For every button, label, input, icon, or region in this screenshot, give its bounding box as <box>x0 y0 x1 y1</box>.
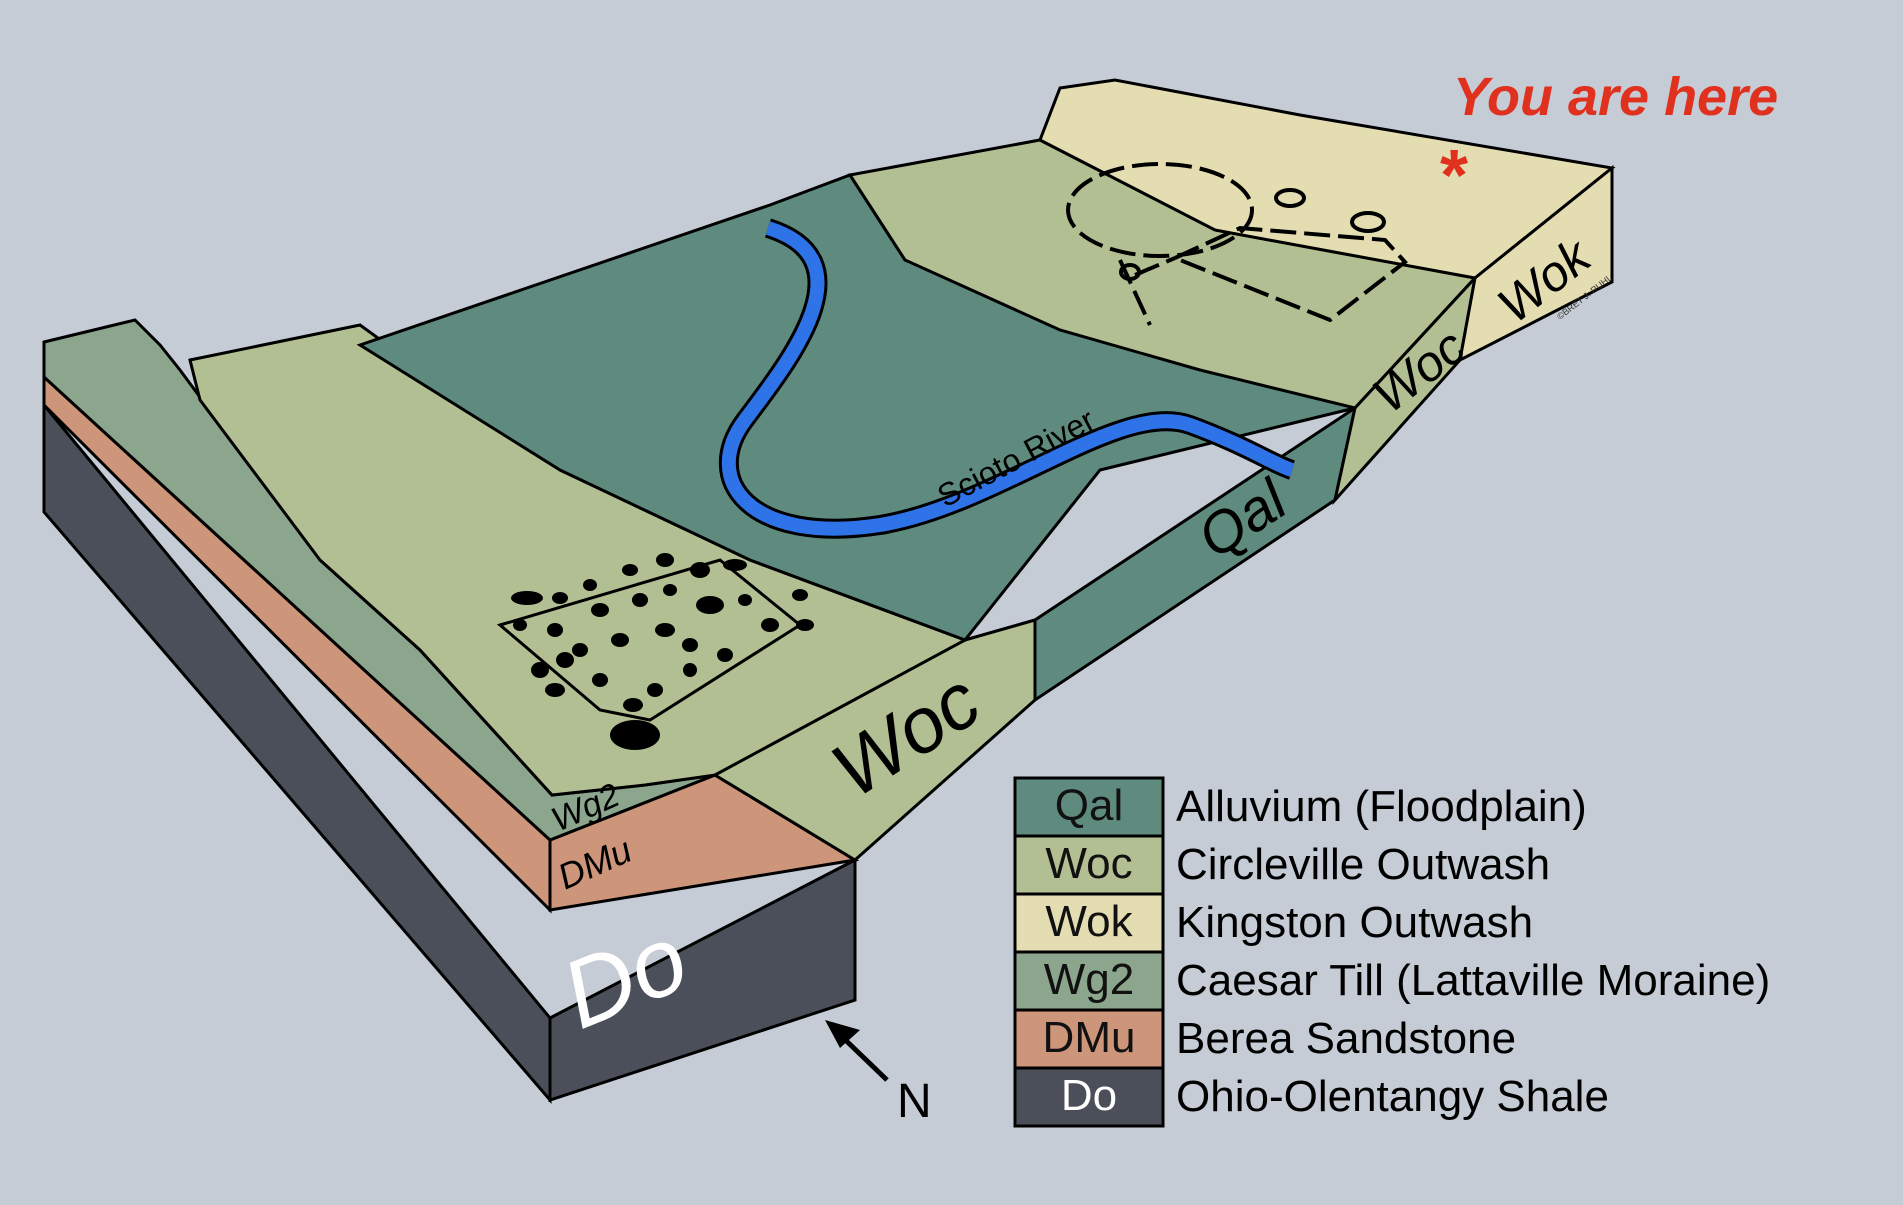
wok-face <box>1457 164 1614 363</box>
legend-label: Kingston Outwash <box>1176 898 1533 947</box>
earthwork-mound <box>1119 263 1141 281</box>
you-are-here-label: You are here <box>1453 67 1778 127</box>
legend-code: Do <box>1061 1071 1117 1120</box>
legend-label: Caesar Till (Lattaville Moraine) <box>1176 956 1770 1005</box>
wok-terrace <box>1038 78 1616 280</box>
legend-label: Alluvium (Floodplain) <box>1176 782 1587 831</box>
legend-swatch <box>1013 950 1165 1012</box>
legend-label: Circleville Outwash <box>1176 840 1550 889</box>
earthwork-mound <box>1350 211 1386 233</box>
legend-label: Berea Sandstone <box>1176 1014 1516 1063</box>
square-earthwork <box>496 558 803 722</box>
legend-code: Wg2 <box>1044 955 1134 1004</box>
legend-swatch <box>1013 834 1165 896</box>
legend-code: DMu <box>1043 1013 1136 1062</box>
legend-code: Qal <box>1055 781 1123 830</box>
legend-swatch <box>1013 1008 1165 1070</box>
legend-swatch <box>1013 1066 1165 1128</box>
legend-code: Woc <box>1045 839 1132 888</box>
earthwork-mound <box>1274 188 1306 208</box>
mound-cluster <box>511 553 814 750</box>
legend-swatch <box>1013 776 1165 838</box>
do-layer-end <box>548 857 857 1103</box>
legend-code: Wok <box>1045 897 1133 946</box>
legend: Qal Alluvium (Floodplain) Woc Circleville O… <box>1013 776 1770 1128</box>
scioto-river-water <box>721 221 1295 536</box>
north-arrow-label: N <box>897 1075 932 1128</box>
circle-earthwork <box>1066 162 1408 326</box>
north-arrow-icon <box>825 1020 889 1082</box>
legend-label: Ohio-Olentangy Shale <box>1176 1072 1609 1121</box>
you-are-here-star: * <box>1440 136 1468 216</box>
